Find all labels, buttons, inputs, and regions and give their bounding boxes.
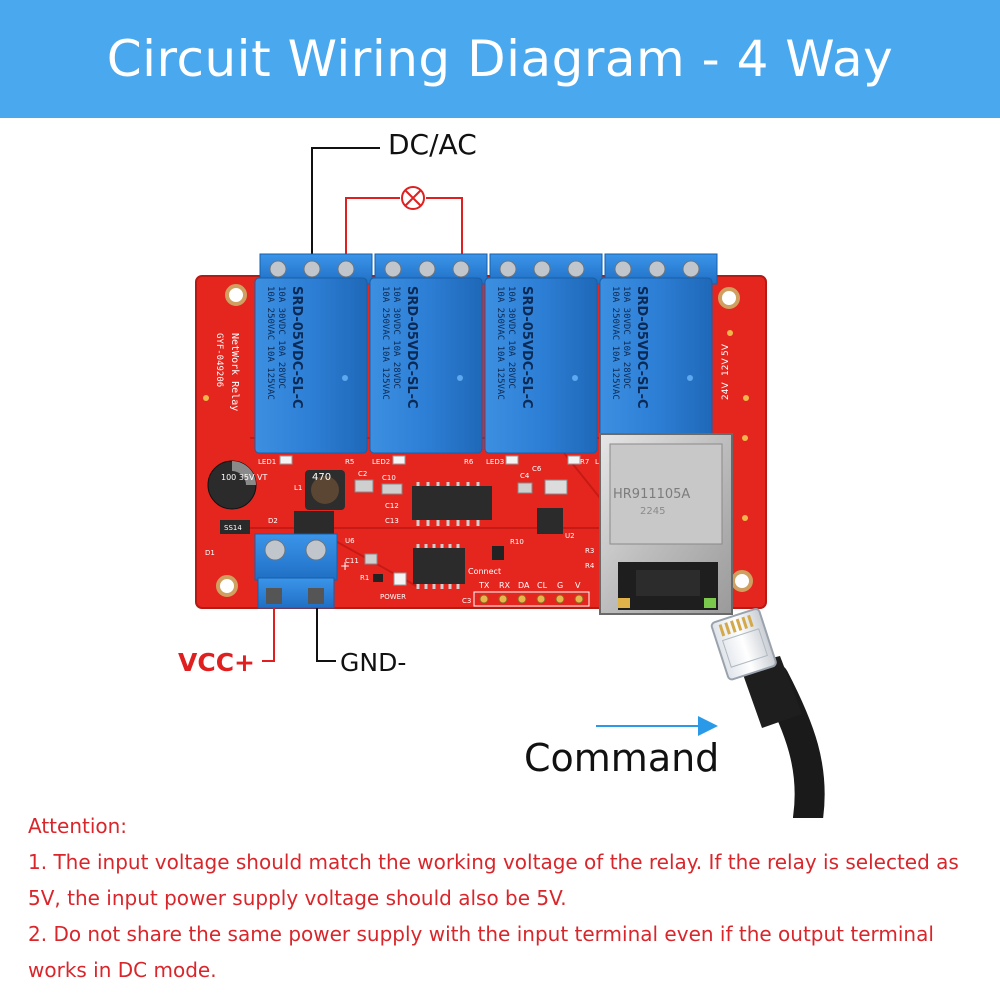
mounting-holes xyxy=(216,284,753,597)
svg-text:100 35V VT: 100 35V VT xyxy=(221,473,267,482)
svg-text:C4: C4 xyxy=(520,472,530,480)
page-title: Circuit Wiring Diagram - 4 Way xyxy=(106,30,894,88)
svg-text:RX: RX xyxy=(499,581,511,590)
svg-text:C2: C2 xyxy=(358,470,367,478)
svg-text:G: G xyxy=(557,581,563,590)
svg-text:5V: 5V xyxy=(721,343,731,356)
ethernet-cable xyxy=(710,607,825,818)
electrolytic-capacitor: 100 35V VT xyxy=(207,460,267,510)
svg-text:R3: R3 xyxy=(585,547,594,555)
svg-text:TX: TX xyxy=(478,581,490,590)
svg-text:24V: 24V xyxy=(721,382,731,400)
svg-text:LED2: LED2 xyxy=(372,458,390,466)
svg-text:10A 30VDC 10A 28VDC: 10A 30VDC 10A 28VDC xyxy=(391,286,401,389)
svg-text:2245: 2245 xyxy=(640,506,665,517)
dc-ac-label: DC/AC xyxy=(388,128,477,161)
svg-text:CL: CL xyxy=(537,581,548,590)
svg-text:C6: C6 xyxy=(532,465,542,473)
svg-text:C12: C12 xyxy=(385,502,399,510)
svg-text:C11: C11 xyxy=(345,557,359,565)
svg-text:V: V xyxy=(575,581,581,590)
board-name: NetWork Relay xyxy=(229,333,240,411)
relay-3: 10A 250VAC 10A 125VAC 10A 30VDC 10A 28VD… xyxy=(484,253,603,454)
smd-components: C2 C10 C12 C13 U6 C11 R1 POWER C4 C6 R10… xyxy=(205,465,595,605)
svg-text:10A 30VDC 10A 28VDC: 10A 30VDC 10A 28VDC xyxy=(621,286,631,389)
svg-text:L1: L1 xyxy=(294,484,302,492)
svg-text:10A 30VDC 10A 28VDC: 10A 30VDC 10A 28VDC xyxy=(506,286,516,389)
rj45-jack: HR911105A 2245 xyxy=(599,433,733,615)
svg-text:D1: D1 xyxy=(205,549,215,557)
gnd-label: GND- xyxy=(340,648,407,677)
svg-text:470: 470 xyxy=(312,472,331,483)
lamp-icon xyxy=(401,186,425,210)
relay-2: 10A 250VAC 10A 125VAC 10A 30VDC 10A 28VD… xyxy=(369,253,488,454)
svg-text:R4: R4 xyxy=(585,562,595,570)
svg-text:SS14: SS14 xyxy=(224,524,242,532)
svg-text:10A 250VAC 10A 125VAC: 10A 250VAC 10A 125VAC xyxy=(495,286,505,400)
voltage-select: 24V 12V 5V xyxy=(721,343,731,400)
gnd-wire xyxy=(316,608,336,662)
svg-text:C3: C3 xyxy=(462,597,471,605)
svg-text:SRD-05VDC-SL-C: SRD-05VDC-SL-C xyxy=(404,286,419,409)
svg-text:U6: U6 xyxy=(345,537,355,545)
vcc-label: VCC+ xyxy=(178,648,255,677)
power-terminal xyxy=(254,533,338,609)
svg-text:D2: D2 xyxy=(268,517,278,525)
command-label: Command xyxy=(524,736,720,780)
attention-item-2: 2. Do not share the same power supply wi… xyxy=(28,922,934,982)
title-banner: Circuit Wiring Diagram - 4 Way xyxy=(0,0,1000,118)
load-wire xyxy=(345,197,463,268)
relay-board: 10A 250VAC 10A 125VAC 10A 30VDC 10A 28VD… xyxy=(195,253,767,615)
board-code: GYF-049206 xyxy=(214,333,224,387)
diagram-svg: 10A 250VAC 10A 125VAC 10A 30VDC 10A 28VD… xyxy=(195,147,825,818)
svg-text:U2: U2 xyxy=(565,532,575,540)
attention-item-1: 1. The input voltage should match the wo… xyxy=(28,850,959,910)
svg-text:R7: R7 xyxy=(580,458,589,466)
svg-text:C13: C13 xyxy=(385,517,399,525)
svg-text:LED3: LED3 xyxy=(486,458,504,466)
svg-text:Connect: Connect xyxy=(468,567,501,576)
svg-text:+: + xyxy=(340,559,350,573)
wiring-diagram: 10A 250VAC 10A 125VAC 10A 30VDC 10A 28VD… xyxy=(0,118,1000,818)
svg-text:R10: R10 xyxy=(510,538,524,546)
svg-text:R5: R5 xyxy=(345,458,354,466)
inductor: 470 L1 xyxy=(294,470,345,510)
svg-text:R6: R6 xyxy=(464,458,474,466)
header-pins: Connect TX RX DA CL G V xyxy=(468,567,590,607)
svg-text:SRD-05VDC-SL-C: SRD-05VDC-SL-C xyxy=(519,286,534,409)
svg-text:10A 250VAC 10A 125VAC: 10A 250VAC 10A 125VAC xyxy=(610,286,620,400)
svg-text:DA: DA xyxy=(518,581,530,590)
ic-chips xyxy=(294,482,563,589)
attention-heading: Attention: xyxy=(28,814,128,838)
svg-text:12V: 12V xyxy=(721,358,731,376)
svg-text:10A 30VDC 10A 28VDC: 10A 30VDC 10A 28VDC xyxy=(276,286,286,389)
svg-text:10A 250VAC 10A 125VAC: 10A 250VAC 10A 125VAC xyxy=(265,286,275,400)
svg-text:SRD-05VDC-SL-C: SRD-05VDC-SL-C xyxy=(634,286,649,409)
svg-text:SRD-05VDC-SL-C: SRD-05VDC-SL-C xyxy=(289,286,304,409)
relay-4: 10A 250VAC 10A 125VAC 10A 30VDC 10A 28VD… xyxy=(599,253,718,454)
svg-text:C10: C10 xyxy=(382,474,396,482)
svg-text:HR911105A: HR911105A xyxy=(613,487,690,502)
svg-text:LED1: LED1 xyxy=(258,458,276,466)
svg-text:POWER: POWER xyxy=(380,593,406,601)
attention-notes: Attention: 1. The input voltage should m… xyxy=(28,808,978,988)
vcc-wire xyxy=(262,608,275,662)
dc-ac-wire xyxy=(311,147,380,258)
svg-text:R1: R1 xyxy=(360,574,369,582)
svg-text:10A 250VAC 10A 125VAC: 10A 250VAC 10A 125VAC xyxy=(380,286,390,400)
relay-1: 10A 250VAC 10A 125VAC 10A 30VDC 10A 28VD… xyxy=(254,253,373,454)
